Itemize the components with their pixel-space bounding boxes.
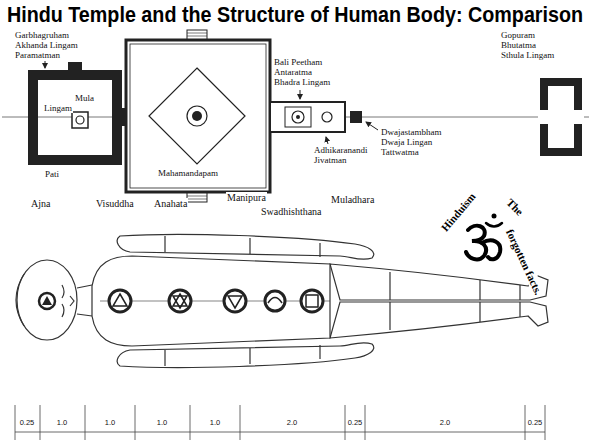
temple-label: Adhikaranandi (313, 145, 368, 155)
temple-label: Gopuram (500, 30, 536, 40)
chakra-label: Swadhishthana (260, 206, 323, 217)
dimension-value: 1.0 (156, 418, 168, 427)
gopuram-plan (538, 78, 584, 156)
mahamandapam-plan (126, 30, 270, 202)
watermark: The (504, 196, 527, 219)
temple-label: Lingam (43, 103, 73, 113)
temple-label: Dwaja Lingan (380, 137, 433, 147)
dimension-value: 2.0 (286, 418, 298, 427)
om-symbol (466, 214, 502, 260)
temple-label: Mula (74, 93, 95, 103)
dimension-line (15, 405, 545, 440)
temple-label: Antaratma (273, 67, 313, 77)
temple-label: Akhanda Lingam (14, 40, 79, 50)
temple-label: Jivatman (313, 155, 348, 165)
temple-label: Dwajastambham (380, 127, 442, 137)
chakra-symbols (39, 290, 323, 312)
garbhagriha-plan (28, 61, 126, 165)
chakra-label: Ajna (30, 198, 51, 209)
dimension-value: 1.0 (56, 418, 68, 427)
dimension-value: 0.25 (347, 418, 364, 427)
temple-label: Bhutatma (500, 40, 537, 50)
chakra-label: Anahata (153, 198, 188, 209)
temple-label: Bhadra Lingam (273, 77, 331, 87)
temple-label: Garbhagruham (14, 30, 70, 40)
temple-label: Paramatman (14, 50, 61, 60)
temple-label: Bali Peetham (273, 57, 323, 67)
dimension-value: 0.25 (19, 418, 36, 427)
temple-label: Pati (44, 169, 60, 179)
dimension-value: 2.0 (439, 418, 451, 427)
temple-label: Tattwatma (380, 147, 420, 157)
title: Hindu Temple and the Structure of Human … (6, 2, 584, 28)
chakra-label: Manipura (226, 192, 267, 203)
chakra-label: Visuddha (95, 198, 135, 209)
temple-label: Mahamandapam (157, 168, 219, 178)
temple-label: Sthula Lingam (500, 50, 555, 60)
dimension-value: 0.25 (527, 418, 544, 427)
dimension-value: 1.0 (104, 418, 116, 427)
dimension-value: 1.0 (209, 418, 221, 427)
bali-peetham-plan (270, 90, 378, 144)
chakra-label: Muladhara (330, 194, 375, 205)
